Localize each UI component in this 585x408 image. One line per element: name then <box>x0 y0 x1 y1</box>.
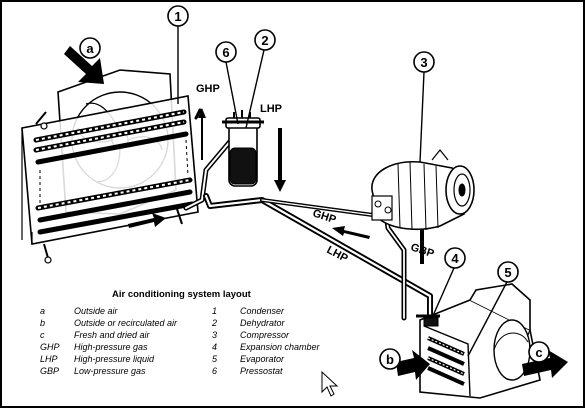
callout-circles <box>79 5 550 370</box>
legend-key: 3 <box>212 330 218 340</box>
legend-text: Outside or recirculated air <box>74 318 178 328</box>
label-lhp-top: LHP <box>260 103 282 115</box>
legend-text: Compressor <box>240 330 290 340</box>
gbp-up-arrow <box>416 214 428 264</box>
legend-key: c <box>40 330 45 340</box>
legend-item: 5 Evaporator <box>212 354 342 366</box>
legend-text: High-pressure liquid <box>74 354 155 364</box>
legend-item: 3 Compressor <box>212 330 342 342</box>
legend-key: a <box>40 306 46 316</box>
callout-c: c <box>535 345 542 360</box>
airflow-arrow-b <box>396 350 430 380</box>
legend-item: GHP High-pressure gas <box>40 342 260 354</box>
legend-text: Evaporator <box>240 354 285 364</box>
legend-key: 1 <box>212 306 218 316</box>
callout-a: a <box>86 41 94 56</box>
legend-key: b <box>40 318 46 328</box>
legend-key: 2 <box>212 318 218 328</box>
legend-item: 6 Pressostat <box>212 366 342 378</box>
callout-4: 4 <box>451 251 459 266</box>
legend-title: Air conditioning system layout <box>112 289 251 300</box>
legend-key: 6 <box>212 366 218 376</box>
legend-key: 4 <box>212 342 218 352</box>
compressor <box>371 149 475 231</box>
legend-key: 5 <box>212 354 218 364</box>
legend-item: c Fresh and dried air <box>40 330 260 342</box>
dehydrator <box>222 110 264 187</box>
ghp-up-arrow <box>198 108 206 160</box>
flow-arrow-condenser <box>128 213 166 228</box>
legend-text: High-pressure gas <box>74 342 148 352</box>
legend-key: GBP <box>40 366 60 376</box>
airflow-arrow-c <box>522 350 568 378</box>
cursor-icon <box>321 370 339 397</box>
label-ghp-top: GHP <box>196 83 220 95</box>
callout-6: 6 <box>222 45 229 60</box>
legend-item: LHP High-pressure liquid <box>40 354 260 366</box>
legend-item: a Outside air <box>40 306 260 318</box>
airflow-arrow-a <box>64 46 104 84</box>
callout-leaders <box>177 24 509 357</box>
callout-5: 5 <box>504 265 511 280</box>
legend-key: GHP <box>40 342 60 352</box>
legend-text: Pressostat <box>240 366 283 376</box>
evaporator <box>416 283 541 399</box>
callout-b: b <box>386 352 394 367</box>
legend-text: Fresh and dried air <box>74 330 150 340</box>
legend-item: 4 Expansion chamber <box>212 342 342 354</box>
callout-1: 1 <box>174 9 181 24</box>
condenser <box>21 69 199 264</box>
legend-key: LHP <box>40 354 58 364</box>
legend-text: Expansion chamber <box>240 342 320 352</box>
callout-3: 3 <box>420 55 427 70</box>
legend-text: Outside air <box>74 306 118 316</box>
legend-item: 2 Dehydrator <box>212 318 342 330</box>
callout-2: 2 <box>261 33 268 48</box>
legend-item: b Outside or recirculated air <box>40 318 260 330</box>
legend-item: GBP Low-pressure gas <box>40 366 260 378</box>
legend-text: Low-pressure gas <box>74 366 146 376</box>
ghp-mid-arrow <box>332 226 370 239</box>
lhp-down-arrow <box>274 128 286 192</box>
legend-text: Condenser <box>240 306 285 316</box>
legend-item: 1 Condenser <box>212 306 342 318</box>
legend-text: Dehydrator <box>240 318 285 328</box>
